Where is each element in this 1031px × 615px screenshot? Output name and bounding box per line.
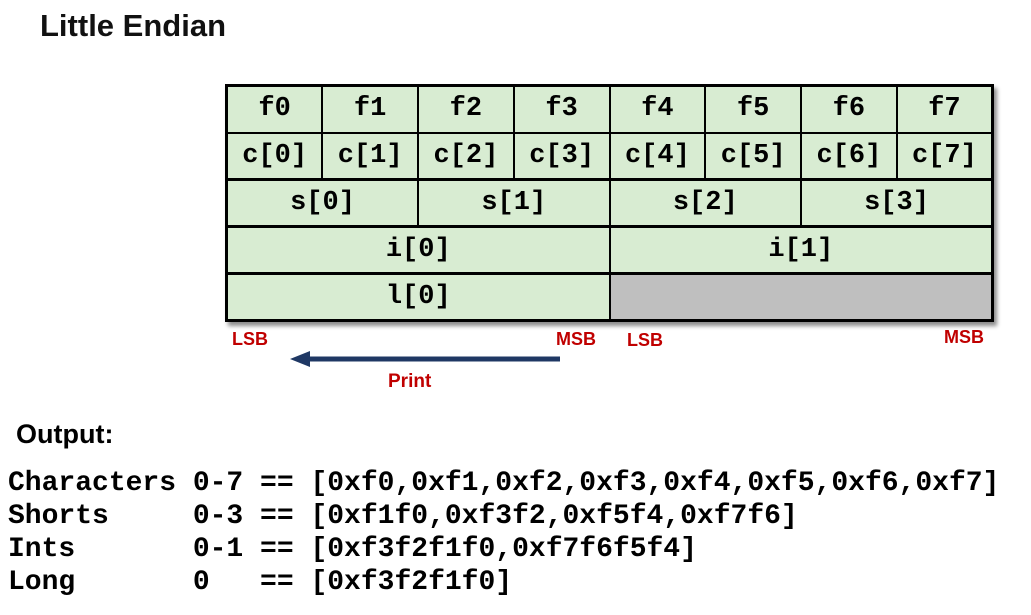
output-line-shorts: Shorts 0-3 == [0xf1f0,0xf3f2,0xf5f4,0xf7… <box>8 501 798 532</box>
byte-cell: f0 <box>225 84 324 134</box>
long-cell: l[0] <box>225 272 611 322</box>
output-line-ints: Ints 0-1 == [0xf3f2f1f0,0xf7f6f5f4] <box>8 534 697 565</box>
print-direction-left-arrow-icon <box>290 351 560 367</box>
char-cell: c[2] <box>417 131 515 181</box>
byte-cell: f4 <box>608 84 707 134</box>
char-cell: c[3] <box>512 131 611 181</box>
char-cell: c[1] <box>321 131 419 181</box>
short-cell: s[3] <box>800 178 994 228</box>
int-cell: i[0] <box>225 225 611 275</box>
char-cell: c[0] <box>225 131 324 181</box>
char-row: c[0] c[1] c[2] c[3] c[4] c[5] c[6] c[7] <box>225 131 994 181</box>
msb-label-left: MSB <box>556 329 596 349</box>
program-output: Characters 0-7 == [0xf0,0xf1,0xf2,0xf3,0… <box>8 467 999 599</box>
char-cell: c[7] <box>895 131 994 181</box>
output-line-long: Long 0 == [0xf3f2f1f0] <box>8 567 513 598</box>
msb-label-right: MSB <box>944 327 984 347</box>
int-cell: i[1] <box>608 225 994 275</box>
char-cell: c[4] <box>608 131 707 181</box>
byte-cell: f1 <box>321 84 419 134</box>
char-cell: c[5] <box>704 131 802 181</box>
memory-layout-table: f0 f1 f2 f3 f4 f5 f6 f7 c[0] c[1] c[2] c… <box>225 84 994 322</box>
byte-cell: f7 <box>895 84 994 134</box>
lsb-label-right: LSB <box>627 330 663 350</box>
char-cell: c[6] <box>800 131 898 181</box>
long-row: l[0] <box>225 272 994 322</box>
byte-row: f0 f1 f2 f3 f4 f5 f6 f7 <box>225 84 994 134</box>
short-cell: s[0] <box>225 178 419 228</box>
short-cell: s[2] <box>608 178 802 228</box>
byte-cell: f2 <box>417 84 515 134</box>
byte-cell: f5 <box>704 84 802 134</box>
byte-cell: f3 <box>512 84 611 134</box>
print-label: Print <box>388 371 432 392</box>
slide-title: Little Endian <box>40 8 226 43</box>
byte-cell: f6 <box>800 84 898 134</box>
output-heading: Output: <box>16 419 114 449</box>
output-line-characters: Characters 0-7 == [0xf0,0xf1,0xf2,0xf3,0… <box>8 468 1000 499</box>
unused-padding-cell <box>608 272 994 322</box>
short-row: s[0] s[1] s[2] s[3] <box>225 178 994 228</box>
short-cell: s[1] <box>417 178 611 228</box>
int-row: i[0] i[1] <box>225 225 994 275</box>
lsb-label-left: LSB <box>232 329 268 349</box>
